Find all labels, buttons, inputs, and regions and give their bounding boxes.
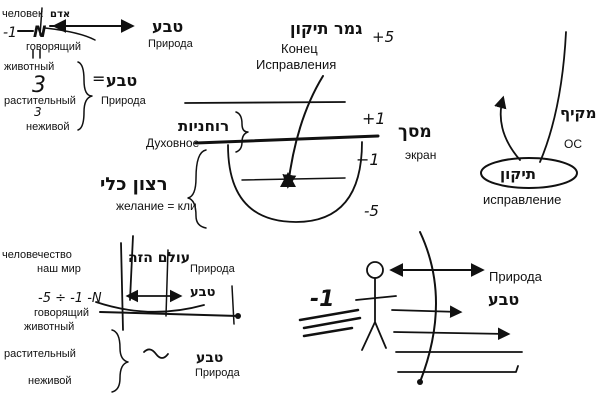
dot-end-line — [235, 313, 241, 319]
arrow-right-2 — [393, 327, 511, 341]
top-right-correction-scheme: אור מקיף ОС תיקון исправление — [480, 31, 600, 207]
ellipse-tikun — [480, 157, 578, 189]
hebrew-ruhaniut: רוחניות — [178, 117, 229, 135]
arrow-down-to-bowl — [282, 75, 324, 189]
hebrew-teva-bottom-right: טבע — [488, 290, 519, 309]
label-dukhovnoe: Духовное — [146, 136, 200, 150]
arrow-right-1 — [391, 305, 463, 319]
label-nezhivoy-bottom: неживой — [28, 375, 72, 387]
hebrew-tikun: תיקון — [500, 165, 536, 183]
hebrew-kli: רצון כלי — [100, 174, 168, 195]
bowl-vessel — [227, 141, 363, 223]
label-nezhivoy-top: неживой — [26, 121, 70, 133]
label-scale: -5 ÷ -1 -N — [38, 291, 102, 306]
label-govoryashchiy-top: говорящий — [26, 41, 81, 53]
hebrew-teva-bottom: טבע — [190, 285, 216, 300]
figure-body — [355, 277, 397, 351]
label-zhivotnyy-bottom: животный — [24, 321, 74, 333]
label-zhelanie: желание = кли — [116, 199, 197, 213]
label-govoryashchiy-bottom: говорящий — [34, 307, 89, 319]
hebrew-teva-bottom-2: טבע — [196, 350, 223, 366]
label-priroda-top-2: Природа — [101, 95, 147, 107]
curve-bottom-left — [95, 301, 205, 313]
line-in-bowl — [241, 177, 346, 181]
label-nash-mir: наш мир — [37, 263, 81, 275]
equals-sign: = — [92, 69, 105, 88]
line-os-down — [539, 31, 567, 163]
hebrew-masach: מסך — [398, 122, 432, 142]
dot-arc-end — [417, 379, 423, 385]
bottom-left-world-scheme: человечество наш мир עולם הזה Природа -5… — [2, 235, 241, 393]
brace-zhelanie — [187, 149, 207, 229]
glyph-het — [32, 49, 41, 59]
label-priroda-bottom: Природа — [190, 263, 236, 275]
label-minus-one-top: -1 — [3, 25, 17, 41]
stroke-line-top — [39, 7, 96, 41]
label-ispravlenie: исправление — [483, 192, 561, 207]
hebrew-olam-hazeh: עולם הזה — [128, 250, 190, 266]
label-rastitelnyy-top: растительный — [4, 95, 76, 107]
label-minus-five: -5 — [364, 202, 379, 220]
label-priroda-bottom-right: Природа — [489, 269, 543, 284]
line-plus-one-upper — [184, 101, 346, 104]
label-priroda-top: Природа — [148, 38, 194, 50]
label-ekran: экран — [405, 148, 436, 162]
hebrew-gmar-tikun: גמר תיקון — [290, 19, 362, 38]
line-base-bottom-left — [99, 311, 239, 317]
arrow-head-in-bowl — [280, 172, 296, 187]
glyph-small-three: 3 — [34, 105, 42, 119]
label-priroda-bottom-2: Природа — [195, 367, 241, 379]
label-minus-one-center: −1 — [356, 150, 380, 169]
hatch-lines — [298, 308, 362, 338]
label-ispravleniya: Исправления — [256, 57, 336, 72]
label-minus-one-bottom: -1 — [310, 287, 334, 312]
label-konets: Конец — [281, 41, 318, 56]
line-screen — [194, 134, 380, 145]
label-chelovek: человек — [2, 8, 43, 20]
label-plus-five: +5 — [372, 28, 394, 46]
top-center-spiritual-scheme: גמר תיקון +5 Конец Исправления +1 רוחניו… — [100, 19, 436, 229]
top-left-levels-scheme: человек אדם -1 N טבע Природа говорящий ж… — [2, 7, 194, 133]
hebrew-adam: אדם — [50, 9, 70, 20]
tick-end-line — [231, 285, 235, 325]
brace-top-left — [77, 61, 93, 131]
label-plus-one: +1 — [362, 109, 386, 128]
hebrew-teva-top-2: טבע — [106, 71, 137, 90]
arc-boundary — [419, 231, 437, 383]
line-right-4 — [397, 365, 519, 373]
hebrew-or-makif: אור מקיף — [560, 104, 600, 122]
label-chelovechestvo: человечество — [2, 249, 72, 261]
label-os: ОС — [564, 137, 582, 151]
brace-bottom-left — [111, 329, 129, 393]
figure-head — [366, 261, 384, 279]
tilde-approx — [143, 348, 169, 359]
label-zhivotnyy-top: животный — [4, 61, 54, 73]
label-rastitelnyy-bottom: растительный — [4, 348, 76, 360]
hebrew-teva-top: טבע — [152, 17, 183, 36]
glyph-three: 3 — [32, 73, 46, 98]
bottom-right-human-scheme: Природа טבע -1 — [298, 231, 543, 385]
brace-dukhovnoe — [235, 111, 249, 153]
verticals-bottom-left — [120, 235, 134, 331]
vertical-thin — [165, 249, 169, 317]
arrow-os-up — [494, 95, 521, 161]
